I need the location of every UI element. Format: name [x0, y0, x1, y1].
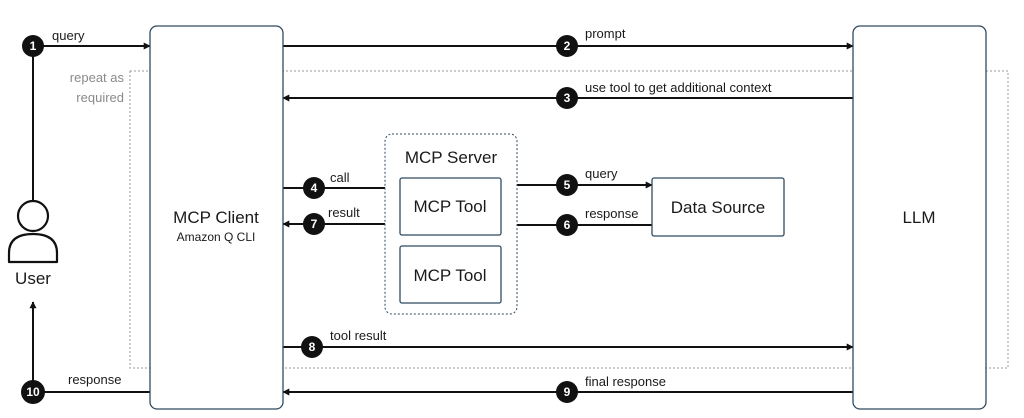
- mcp-client-title: MCP Client: [173, 208, 259, 227]
- data-source-box: [651, 177, 785, 237]
- mcp-tool-1-label: MCP Tool: [413, 197, 486, 216]
- step-1-label: query: [52, 28, 85, 43]
- step-10-number: 10: [26, 385, 40, 399]
- data-source-label: Data Source: [671, 198, 766, 217]
- mcp-server-title: MCP Server: [405, 148, 498, 167]
- step-1-badge: 1: [22, 35, 44, 57]
- step-3-number: 3: [564, 91, 571, 105]
- step-6-number: 6: [564, 218, 571, 232]
- step-3-badge: 3: [556, 87, 578, 109]
- step-8-number: 8: [309, 340, 316, 354]
- step-1-number: 1: [30, 39, 37, 53]
- step-8-badge: 8: [301, 336, 323, 358]
- step-2-number: 2: [564, 39, 571, 53]
- step-9-badge: 9: [556, 381, 578, 403]
- mcp-tool-2-box: [399, 245, 502, 304]
- step-10-badge: 10: [21, 380, 45, 404]
- step-7-badge: 7: [303, 213, 325, 235]
- step-7-number: 7: [311, 217, 318, 231]
- step-6-label: response: [585, 206, 638, 221]
- mcp-tool-2-label: MCP Tool: [413, 266, 486, 285]
- step-4-badge: 4: [303, 177, 325, 199]
- user-label: User: [15, 269, 51, 288]
- step-4-label: call: [330, 170, 350, 185]
- mcp-client-subtitle: Amazon Q CLI: [177, 230, 256, 244]
- step-3-label: use tool to get additional context: [585, 80, 772, 95]
- step-8-label: tool result: [330, 328, 387, 343]
- step-5-label: query: [585, 166, 618, 181]
- llm-label: LLM: [902, 208, 935, 227]
- step-9-number: 9: [564, 385, 571, 399]
- mcp-client-box: [149, 25, 284, 410]
- step-5-badge: 5: [556, 174, 578, 196]
- step-5-number: 5: [564, 178, 571, 192]
- step-9-label: final response: [585, 374, 666, 389]
- repeat-label-line1: repeat as: [70, 70, 125, 85]
- llm-box: [852, 25, 987, 410]
- mcp-tool-1-box: [399, 177, 502, 236]
- step-7-label: result: [328, 205, 360, 220]
- step-6-badge: 6: [556, 214, 578, 236]
- user-icon: [7, 199, 59, 264]
- repeat-label-line2: required: [76, 90, 124, 105]
- step-10-label: response: [68, 372, 121, 387]
- step-2-badge: 2: [556, 35, 578, 57]
- step-2-label: prompt: [585, 26, 626, 41]
- step-4-number: 4: [311, 181, 318, 195]
- repeat-region: [129, 70, 1009, 369]
